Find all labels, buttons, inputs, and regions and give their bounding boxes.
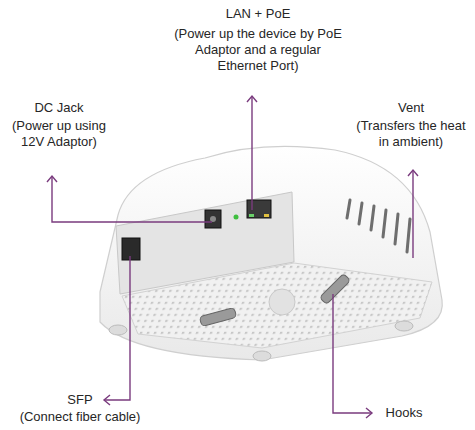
center-disc — [269, 289, 295, 315]
callout-note: (Connect fiber cable) — [10, 409, 150, 425]
arrow-chevron — [366, 408, 372, 418]
arrow-chevron — [247, 96, 257, 102]
leader-line — [104, 256, 130, 400]
ethernet-led — [249, 214, 254, 217]
callout-title: SFP — [50, 392, 110, 408]
arrow-chevron — [47, 176, 57, 182]
callout-note: (Power up using 12V Adaptor) — [3, 118, 115, 150]
ethernet-port — [247, 200, 271, 218]
rubber-foot — [395, 321, 413, 331]
dc-jack — [205, 210, 221, 228]
sfp-port — [122, 238, 140, 260]
callout-note: (Transfers the heat in ambient) — [350, 118, 472, 150]
vented-base — [122, 263, 432, 348]
arrow-chevron — [104, 395, 110, 405]
device-shell — [100, 146, 442, 360]
callout-title: Hooks — [376, 405, 432, 421]
rubber-foot — [109, 325, 127, 335]
ethernet-led — [264, 214, 269, 217]
leader-line — [412, 170, 413, 258]
hook-slot — [319, 273, 350, 304]
arrow-chevron — [408, 170, 418, 176]
status-led — [234, 215, 239, 220]
callout-title: DC Jack — [3, 100, 115, 116]
leader-line — [333, 294, 372, 413]
callout-title: LAN + PoE — [178, 6, 338, 22]
hook-slot — [199, 308, 236, 327]
callout-title: Vent — [350, 100, 472, 116]
leader-line — [251, 96, 252, 210]
dc-jack-pin — [210, 216, 216, 222]
rubber-foot — [253, 351, 271, 361]
callout-note: (Power up the device by PoE Adaptor and … — [172, 26, 344, 74]
side-vents — [347, 200, 410, 252]
leader-line — [52, 176, 212, 222]
